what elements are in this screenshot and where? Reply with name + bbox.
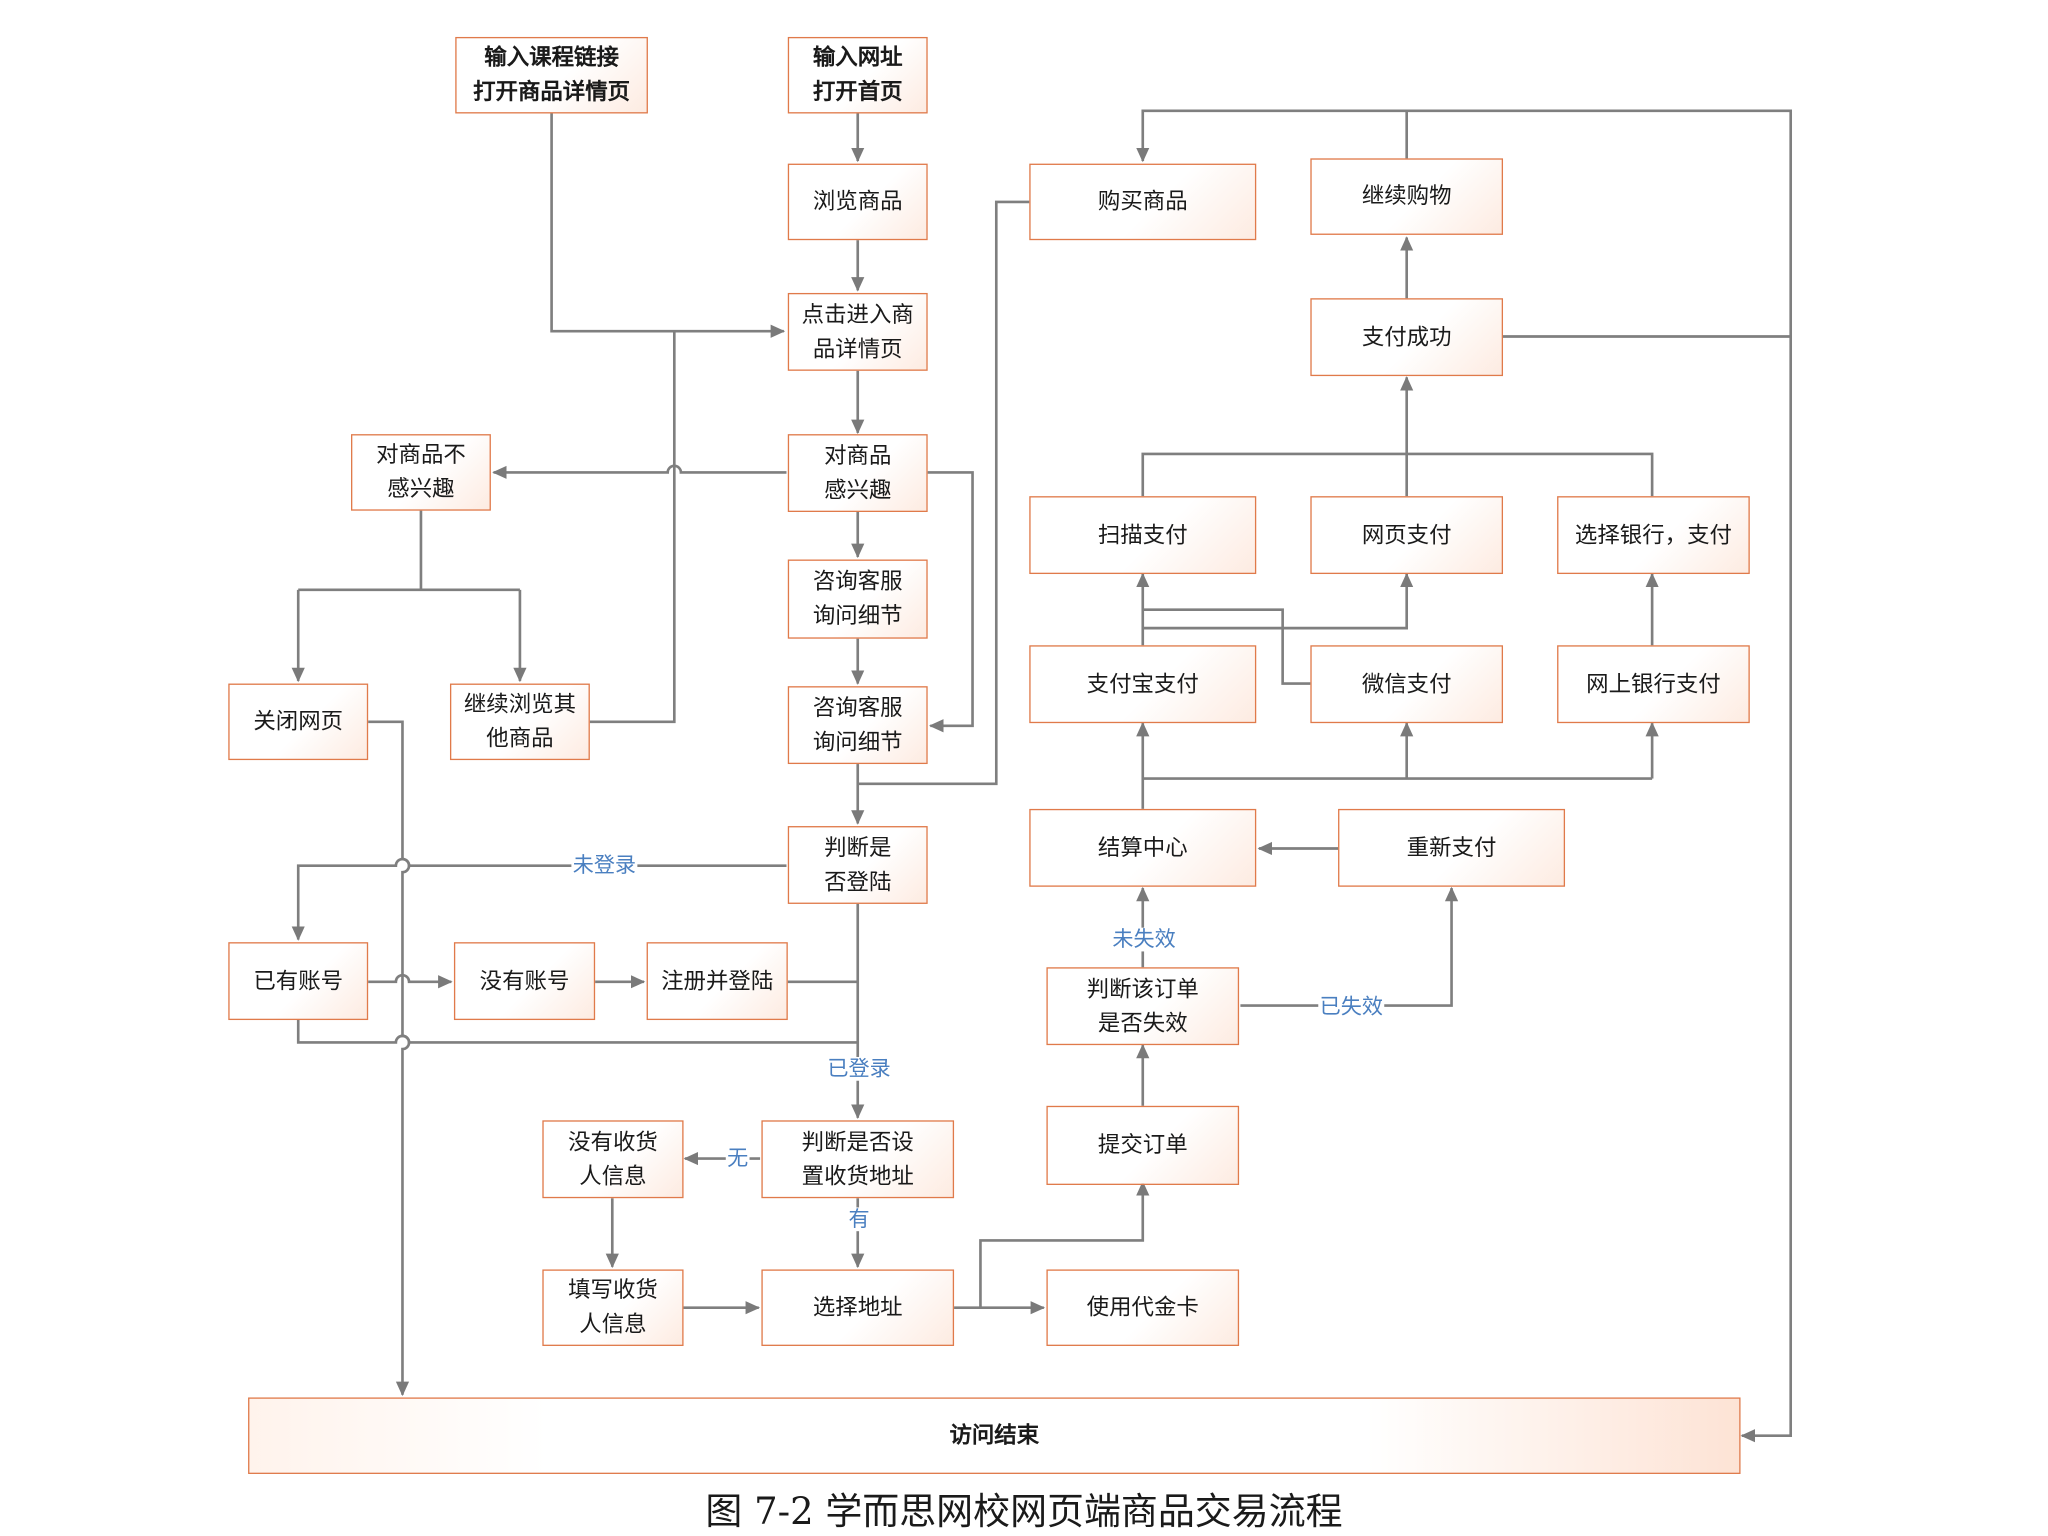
node-browse-goods: 浏览商品	[787, 163, 928, 241]
node-check-login: 判断是 否登陆	[787, 826, 928, 904]
edge-hasaccount-merge	[296, 1020, 858, 1044]
edge-buy-login	[857, 200, 1030, 786]
node-input-url: 输入网址 打开首页	[787, 36, 928, 114]
node-check-order: 判断该订单 是否失效	[1046, 967, 1240, 1046]
edge-close-end	[368, 720, 411, 1397]
node-not-interested: 对商品不 感兴趣	[351, 434, 491, 511]
node-submit-order: 提交订单	[1046, 1105, 1240, 1185]
label-has: 有	[847, 1206, 871, 1232]
node-no-account: 没有账号	[453, 942, 596, 1021]
label-expired: 已失效	[1318, 993, 1385, 1019]
edge-alipay-web	[1142, 572, 1414, 630]
node-has-account: 已有账号	[228, 942, 369, 1021]
figure-caption: 图 7-2 学而思网校网页端商品交易流程	[705, 1489, 1343, 1534]
edge-continue-detail	[589, 331, 676, 724]
node-consult-1: 咨询客服 询问细节	[787, 559, 928, 639]
edge-check-repay	[1240, 886, 1459, 1007]
edge-continue-buy	[1136, 109, 1409, 163]
label-not-expired: 未失效	[1111, 926, 1178, 952]
node-repay: 重新支付	[1338, 808, 1566, 887]
node-register-login: 注册并登陆	[646, 942, 788, 1021]
node-fill-receiver: 填写收货 人信息	[542, 1269, 684, 1346]
node-web-pay: 网页支付	[1310, 496, 1504, 575]
node-close-page: 关闭网页	[228, 683, 369, 761]
edge-wechat-link	[1142, 608, 1311, 685]
edge-link-detail	[550, 113, 786, 338]
edge-interested-notinterested	[492, 464, 787, 480]
node-consult-2: 咨询客服 询问细节	[787, 686, 928, 765]
node-scan-pay: 扫描支付	[1029, 496, 1257, 575]
node-buy-goods: 购买商品	[1029, 163, 1257, 241]
node-interested: 对商品 感兴趣	[787, 434, 928, 513]
node-wechat-pay: 微信支付	[1310, 645, 1504, 724]
edge-choose-submit	[979, 1181, 1150, 1308]
node-pay-success: 支付成功	[1310, 298, 1504, 377]
label-none: 无	[725, 1145, 750, 1171]
node-continue-shopping: 继续购物	[1310, 158, 1504, 235]
edge-scan-bar	[1141, 452, 1654, 497]
label-logged-in: 已登录	[826, 1055, 893, 1081]
node-alipay: 支付宝支付	[1029, 645, 1257, 724]
node-use-voucher: 使用代金卡	[1046, 1269, 1240, 1346]
node-visit-end: 访问结束	[248, 1397, 1741, 1474]
node-choose-address: 选择地址	[761, 1269, 955, 1346]
node-online-bank-pay: 网上银行支付	[1557, 645, 1750, 724]
node-checkout: 结算中心	[1029, 808, 1257, 887]
edge-interested-consult2	[927, 471, 974, 733]
node-no-receiver: 没有收货 人信息	[542, 1120, 684, 1199]
node-click-detail: 点击进入商 品详情页	[787, 292, 928, 371]
edge-notinterested-split	[298, 510, 520, 592]
edge-login-hasaccount	[291, 857, 787, 941]
node-select-bank-pay: 选择银行，支付	[1557, 496, 1750, 575]
edge-top-rightrail	[1406, 109, 1793, 1443]
edge-hasaccount-noaccount	[368, 973, 453, 989]
node-input-course-link: 输入课程链接 打开商品详情页	[455, 36, 648, 114]
node-check-address: 判断是否设 置收货地址	[761, 1120, 955, 1199]
label-not-logged-in: 未登录	[571, 852, 638, 878]
node-continue-browse: 继续浏览其 他商品	[449, 683, 590, 761]
